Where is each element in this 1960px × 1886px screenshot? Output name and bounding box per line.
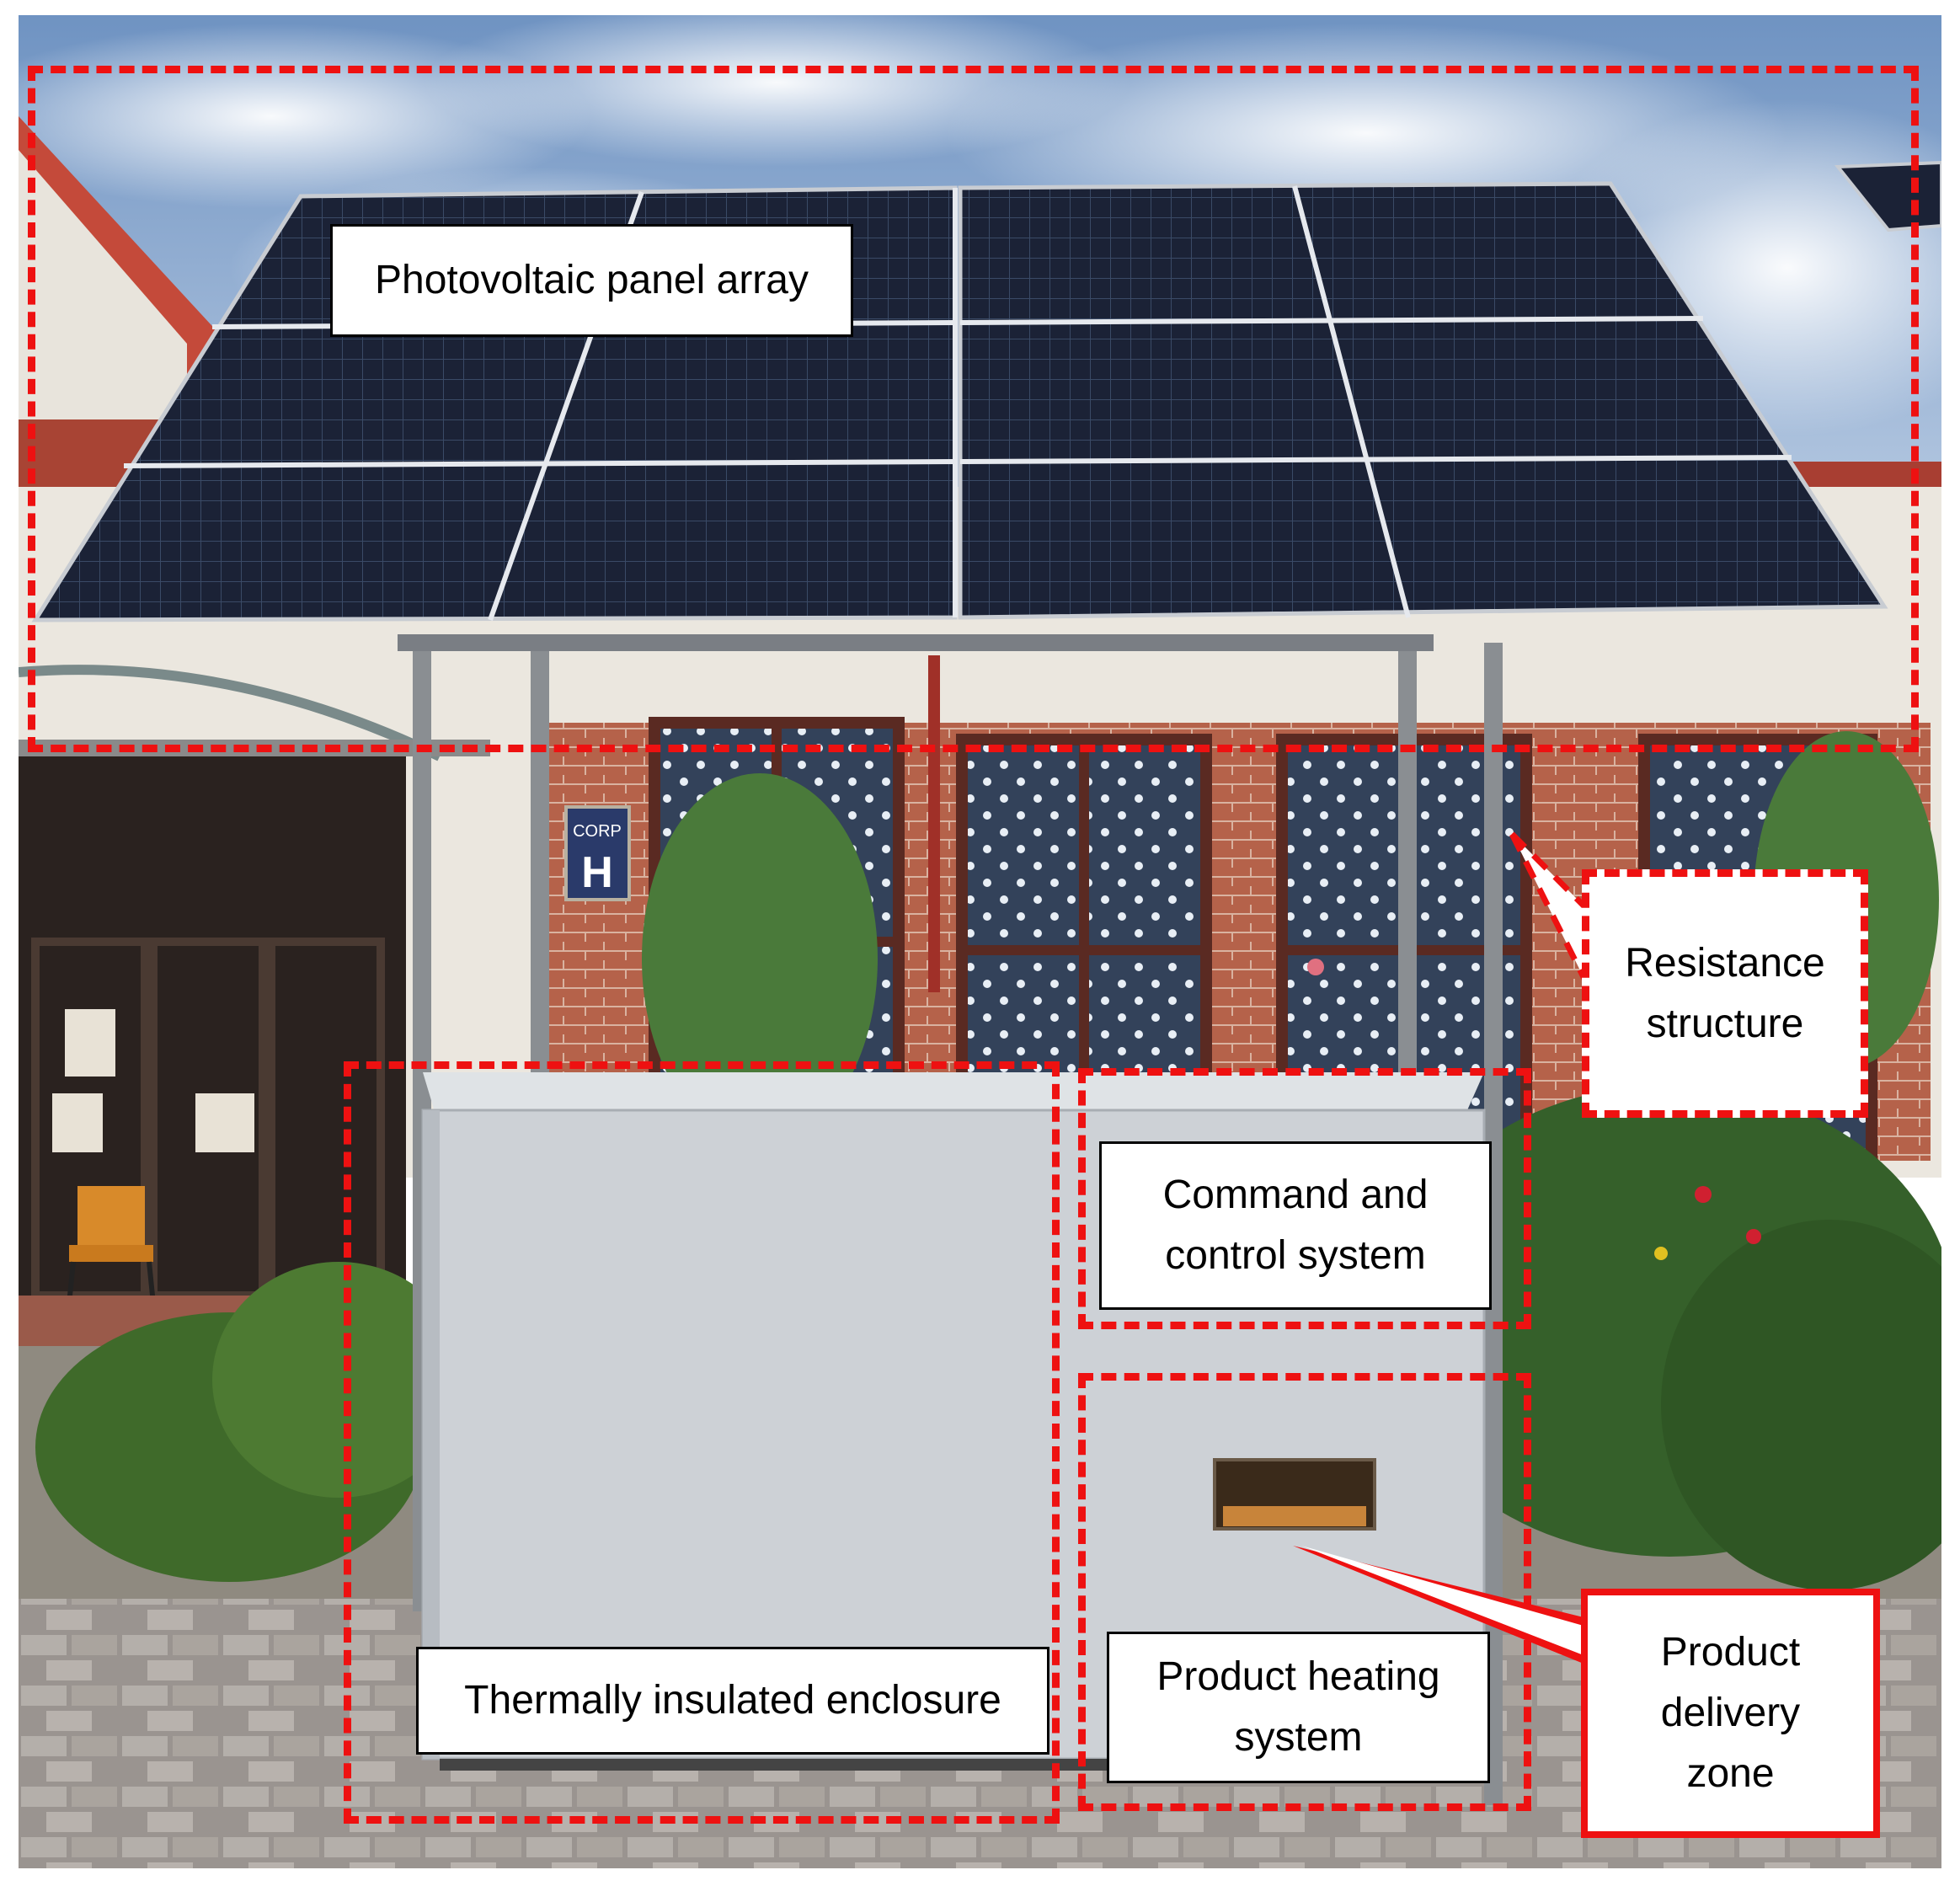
label-photovoltaic-panel-array: Photovoltaic panel array: [330, 224, 853, 337]
frame-command-and-control: [1078, 1068, 1531, 1329]
label-resistance-structure: Resistance structure: [1582, 869, 1868, 1118]
bushes: [35, 731, 1941, 1590]
building-sign: [564, 805, 631, 901]
label-thermally-insulated-enclosure: Thermally insulated enclosure: [416, 1647, 1049, 1755]
frame-thermally-insulated-enclosure: [344, 1061, 1060, 1824]
sign-line-1: CORP: [573, 822, 622, 841]
sign-line-2: H: [581, 848, 613, 897]
label-product-delivery-zone: Product delivery zone: [1581, 1589, 1880, 1838]
frame-photovoltaic-panel-array: [28, 66, 1919, 752]
label-product-heating-system: Product heating system: [1107, 1632, 1490, 1783]
label-command-and-control-system: Command and control system: [1099, 1141, 1492, 1310]
